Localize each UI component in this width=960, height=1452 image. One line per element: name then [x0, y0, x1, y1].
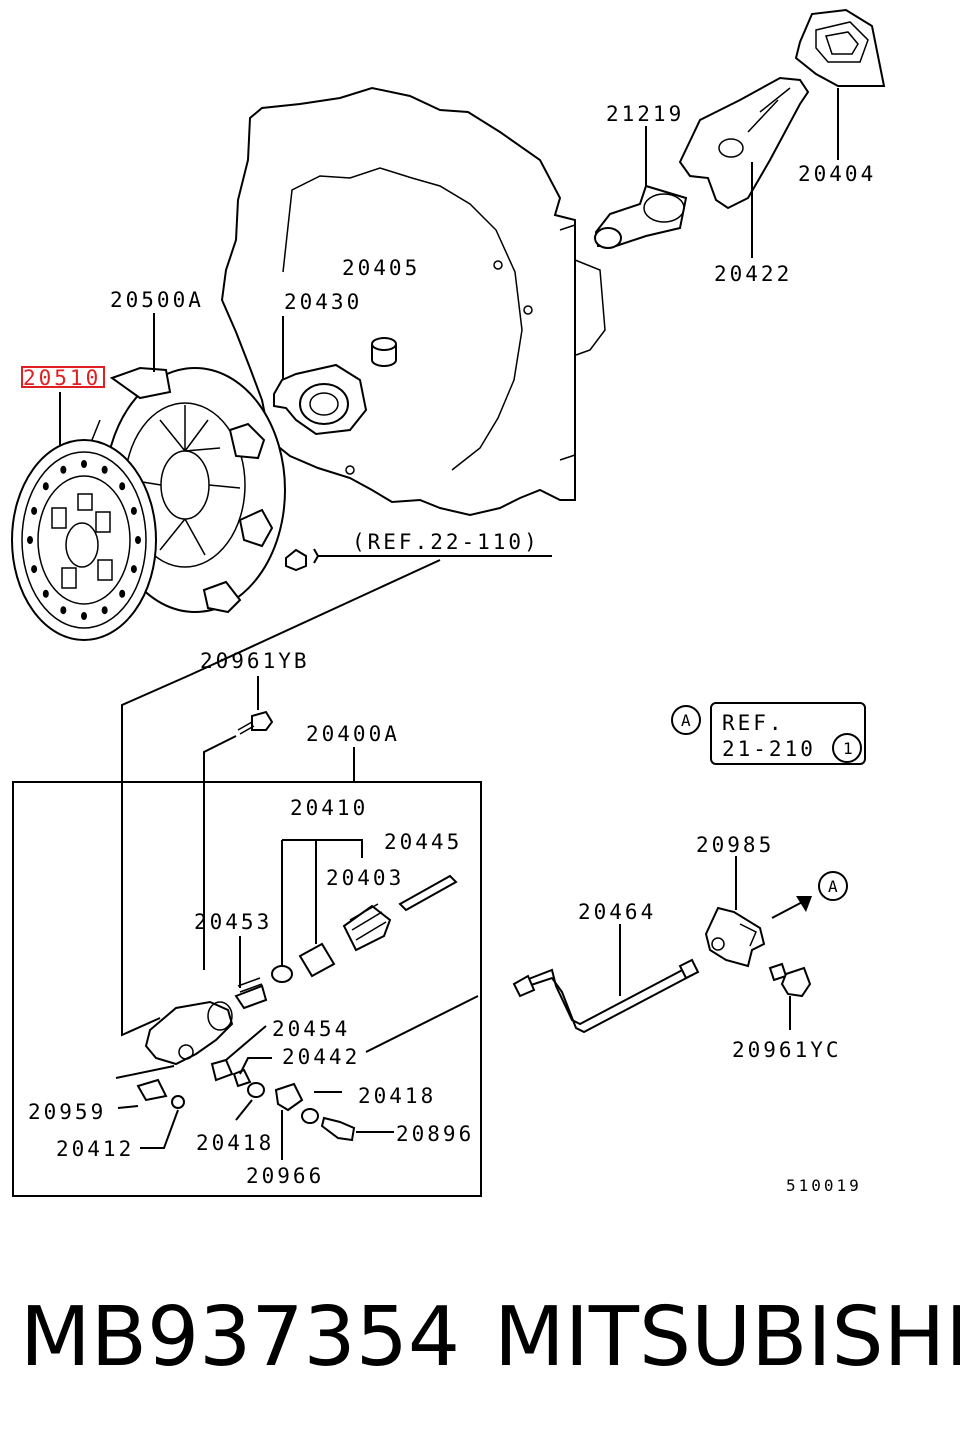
- ref-box-circled-number: 1: [843, 739, 853, 758]
- label-20464: 20464: [578, 900, 656, 924]
- label-20400A: 20400A: [306, 722, 400, 746]
- label-20453: 20453: [194, 910, 272, 934]
- label-20442: 20442: [282, 1045, 360, 1069]
- label-20896: 20896: [396, 1122, 474, 1146]
- disc-hole: [60, 465, 67, 474]
- disc-hole: [135, 536, 141, 544]
- disc-hole: [42, 589, 49, 598]
- disc-hole: [130, 506, 137, 515]
- label-20959: 20959: [28, 1100, 106, 1124]
- footer: MB937354 MITSUBISHI: [0, 1290, 960, 1400]
- hydraulic-pipe: [512, 924, 700, 1034]
- label-21219: 21219: [606, 102, 684, 126]
- slave-cylinder-parts: [136, 874, 458, 1142]
- part-20430-release-bearing: [273, 363, 368, 436]
- circle-A-label-1: A: [681, 711, 691, 730]
- disc-hole: [42, 482, 49, 491]
- label-20510: 20510: [23, 366, 101, 390]
- disc-hole: [119, 589, 126, 598]
- diagram-number: 510019: [786, 1176, 862, 1195]
- exploded-parts-diagram: 21219 20404 20422 20405 20430 20500A 205…: [11, 8, 886, 1197]
- label-20500A: 20500A: [110, 288, 204, 312]
- label-ref-22-110: (REF.22-110): [352, 530, 540, 554]
- disc-hole: [31, 506, 38, 515]
- kit-frame-20400A: [12, 747, 482, 1197]
- label-20961YB: 20961YB: [200, 649, 310, 673]
- part-20404-boot: [794, 8, 886, 87]
- leader-lines-kit: [115, 839, 479, 1160]
- highlight-box: [21, 366, 105, 388]
- label-20404: 20404: [798, 162, 876, 186]
- ref-box-line2: 21-210: [722, 737, 816, 761]
- brand-name: MITSUBISHI: [494, 1290, 960, 1385]
- part-21219-bushing: [594, 184, 688, 249]
- arrow-to-A: [771, 871, 848, 919]
- label-20412: 20412: [56, 1137, 134, 1161]
- disc-hole: [101, 465, 108, 474]
- label-20985: 20985: [696, 833, 774, 857]
- label-20405: 20405: [342, 256, 420, 280]
- label-20422: 20422: [714, 262, 792, 286]
- part-number: MB937354: [20, 1290, 461, 1385]
- part-20510-clutch-disc: [11, 439, 157, 641]
- circle-A-label-2: A: [828, 877, 838, 896]
- label-20418-left: 20418: [196, 1131, 274, 1155]
- disc-hole: [60, 606, 67, 615]
- label-20966: 20966: [246, 1164, 324, 1188]
- label-20403: 20403: [326, 866, 404, 890]
- part-20961YB-bolt: [203, 710, 274, 970]
- disc-hole: [119, 482, 126, 491]
- label-20961YC: 20961YC: [732, 1038, 842, 1062]
- disc-hole: [130, 565, 137, 574]
- label-20418-right: 20418: [358, 1084, 436, 1108]
- part-cover-bolt: [285, 548, 307, 572]
- leader-lines-upper: [59, 88, 839, 1037]
- part-20405-sleeve: [371, 337, 397, 367]
- disc-hole: [31, 565, 38, 574]
- ref-box-line1: REF.: [722, 711, 785, 735]
- label-20430: 20430: [284, 290, 362, 314]
- part-20961YC-bolt: [768, 962, 812, 1030]
- disc-hole: [81, 460, 87, 468]
- disc-hole: [101, 606, 108, 615]
- label-20454: 20454: [272, 1017, 350, 1041]
- part-20985-bracket: [704, 856, 766, 968]
- label-20445: 20445: [384, 830, 462, 854]
- part-20422-release-fork: [678, 76, 810, 210]
- disc-hole: [81, 612, 87, 620]
- label-20410: 20410: [290, 796, 368, 820]
- transmission-housing: [220, 86, 606, 517]
- disc-hole: [27, 536, 33, 544]
- ref-box: [671, 702, 866, 765]
